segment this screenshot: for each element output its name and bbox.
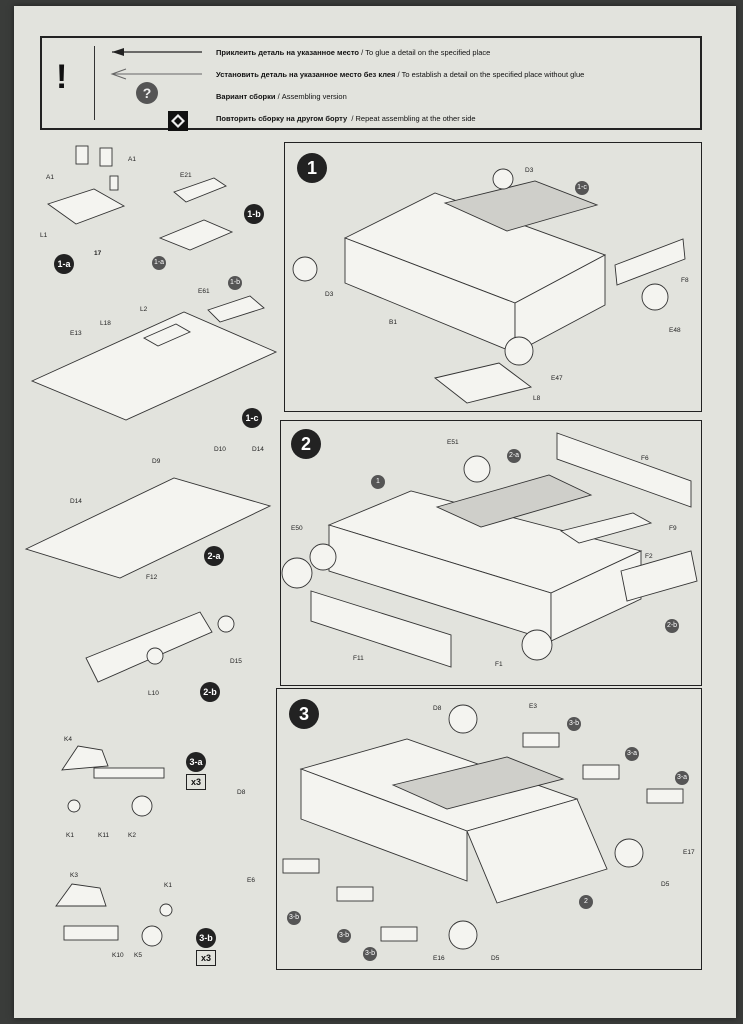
label: L2 — [140, 306, 148, 313]
label: K3 — [70, 872, 78, 879]
label: D3 — [325, 291, 334, 298]
label: K5 — [134, 952, 142, 959]
label: K1 — [164, 882, 172, 889]
label: D5 — [661, 881, 670, 888]
step-number: 1 — [297, 153, 327, 183]
label: K4 — [64, 736, 72, 743]
question-icon: ? — [136, 82, 158, 104]
panel-1-drawing — [292, 168, 686, 404]
ref-badge: 2 — [579, 895, 593, 909]
label: D14 — [70, 498, 82, 505]
legend-row-noglue: Установить деталь на указанное место без… — [216, 70, 585, 79]
ref-badge: 2-b — [665, 619, 679, 633]
step-badge-1c: 1-c — [242, 408, 262, 428]
step-panel-3: 3 — [237, 688, 702, 970]
legend-row-version: Вариант сборки / Assembling version — [216, 92, 347, 101]
panel-2-drawing — [281, 432, 698, 668]
label: A1 — [128, 156, 136, 163]
label: L10 — [148, 690, 159, 697]
label: D9 — [152, 458, 161, 465]
label: E51 — [447, 439, 459, 446]
label: E50 — [291, 525, 303, 532]
ref-badge: 3-a — [625, 747, 639, 761]
label: L1 — [40, 232, 48, 239]
exclamation-icon: ! — [56, 58, 68, 96]
label: E3 — [529, 703, 537, 710]
ref-badge: 3-b — [287, 911, 301, 925]
label: K2 — [128, 832, 136, 839]
label: E16 — [433, 955, 445, 962]
step-number: 2 — [291, 429, 321, 459]
step-badge-1a: 1-a — [54, 254, 74, 274]
ref-badge: 3-b — [567, 717, 581, 731]
step-panel-2: 2 1 E51 2-a F6 F9 F2 2-b E50 F11 F1 — [280, 420, 702, 686]
step-badge-3a: 3-a — [186, 752, 206, 772]
label: E13 — [70, 330, 82, 337]
label: B1 — [389, 319, 397, 326]
legend-row-repeat: Повторить сборку на другом борту / Repea… — [216, 114, 476, 123]
step-number: 3 — [289, 699, 319, 729]
step-badge-1b: 1-b — [244, 204, 264, 224]
instruction-sheet: ! Приклеить деталь на указанное место / … — [14, 6, 736, 1018]
label: L18 — [100, 320, 111, 327]
label: D8 — [237, 789, 246, 796]
ref-badge: 1-c — [575, 181, 589, 195]
ref-badge: 3-b — [363, 947, 377, 961]
label: D8 — [433, 705, 442, 712]
step-badge-2a: 2-a — [204, 546, 224, 566]
label: K11 — [98, 832, 110, 839]
sub-assembly-drawings — [24, 145, 278, 947]
label: A1 — [46, 174, 54, 181]
divider — [94, 46, 95, 120]
ref-badge: 1 — [371, 475, 385, 489]
label: E48 — [669, 327, 681, 334]
repeat-icon — [168, 111, 188, 131]
label: K1 — [66, 832, 74, 839]
legend-row-glue: Приклеить деталь на указанное место / To… — [216, 48, 491, 57]
label: F6 — [641, 455, 649, 462]
multiplier-box: x3 — [186, 774, 206, 790]
legend-arrows — [110, 48, 202, 80]
label: D14 — [252, 446, 264, 453]
legend-box: ! Приклеить деталь на указанное место / … — [40, 36, 702, 131]
label: E21 — [180, 172, 192, 179]
step-badge-3b: 3-b — [196, 928, 216, 948]
panel-3-drawing — [282, 704, 684, 950]
ref-badge: 3-a — [675, 771, 689, 785]
step-badge-2b: 2-b — [200, 682, 220, 702]
multiplier-box: x3 — [196, 950, 216, 966]
ref-badge: 1-a — [152, 256, 166, 270]
label: F11 — [353, 655, 364, 662]
label: D5 — [491, 955, 500, 962]
label: E6 — [247, 877, 255, 884]
label: F8 — [681, 277, 689, 284]
label: F1 — [495, 661, 503, 668]
label: K10 — [112, 952, 124, 959]
step-panel-1: 1 D3 1-c D3 B1 F8 E48 E47 L8 — [284, 142, 702, 412]
ref-badge: 3-b — [337, 929, 351, 943]
ref-badge: 2-a — [507, 449, 521, 463]
label: F12 — [146, 574, 158, 581]
label: E17 — [683, 849, 695, 856]
label: F2 — [645, 553, 653, 560]
label: D3 — [525, 167, 534, 174]
label: E47 — [551, 375, 563, 382]
label: E61 — [198, 288, 210, 295]
label: L8 — [533, 395, 541, 402]
ref-badge: 1-b — [228, 276, 242, 290]
label: D15 — [230, 658, 242, 665]
label: F9 — [669, 525, 677, 532]
star-badge: 17 — [94, 250, 102, 257]
label: D10 — [214, 446, 226, 453]
